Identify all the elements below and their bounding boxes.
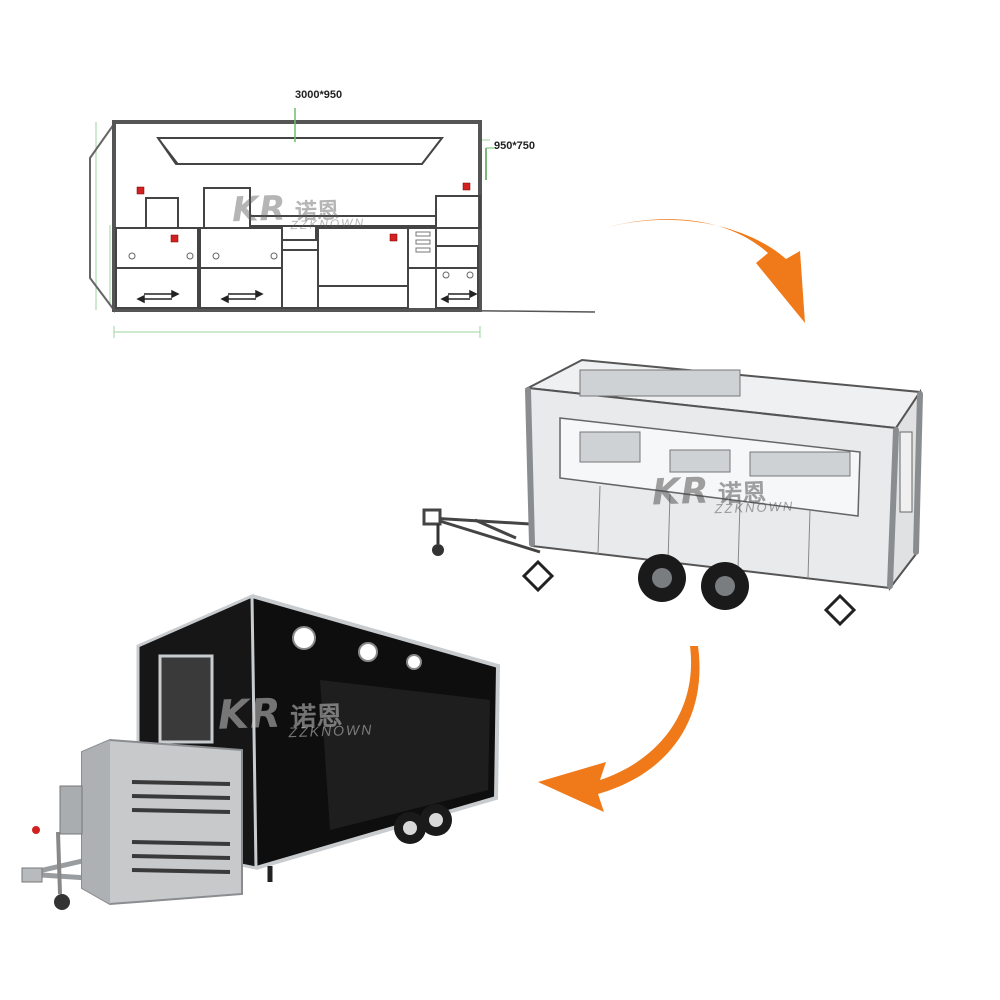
watermark-brand: ZZKNOWN	[290, 215, 366, 233]
watermark-logo: KR	[217, 690, 283, 739]
watermark-logo: KR	[231, 188, 288, 231]
arrow-right-down	[608, 219, 805, 323]
watermark-brand: ZZKNOWN	[288, 721, 374, 741]
trailer-photo	[21, 593, 501, 910]
arrow-left-down	[538, 646, 700, 812]
top-dimension-label: 3000*950	[295, 89, 343, 101]
watermark-stage1: KR 诺恩 ZZKNOWN	[231, 186, 365, 235]
floor-plan-drawing	[89, 108, 596, 338]
watermark-brand: ZZKNOWN	[714, 498, 795, 517]
side-dimension-label: 950*750	[494, 140, 535, 152]
watermark-logo: KR	[651, 470, 711, 514]
trailer-3d-model	[422, 358, 923, 627]
watermark-stage3: KR 诺恩 ZZKNOWN	[217, 687, 373, 742]
watermark-stage2: KR 诺恩 ZZKNOWN	[651, 468, 794, 519]
